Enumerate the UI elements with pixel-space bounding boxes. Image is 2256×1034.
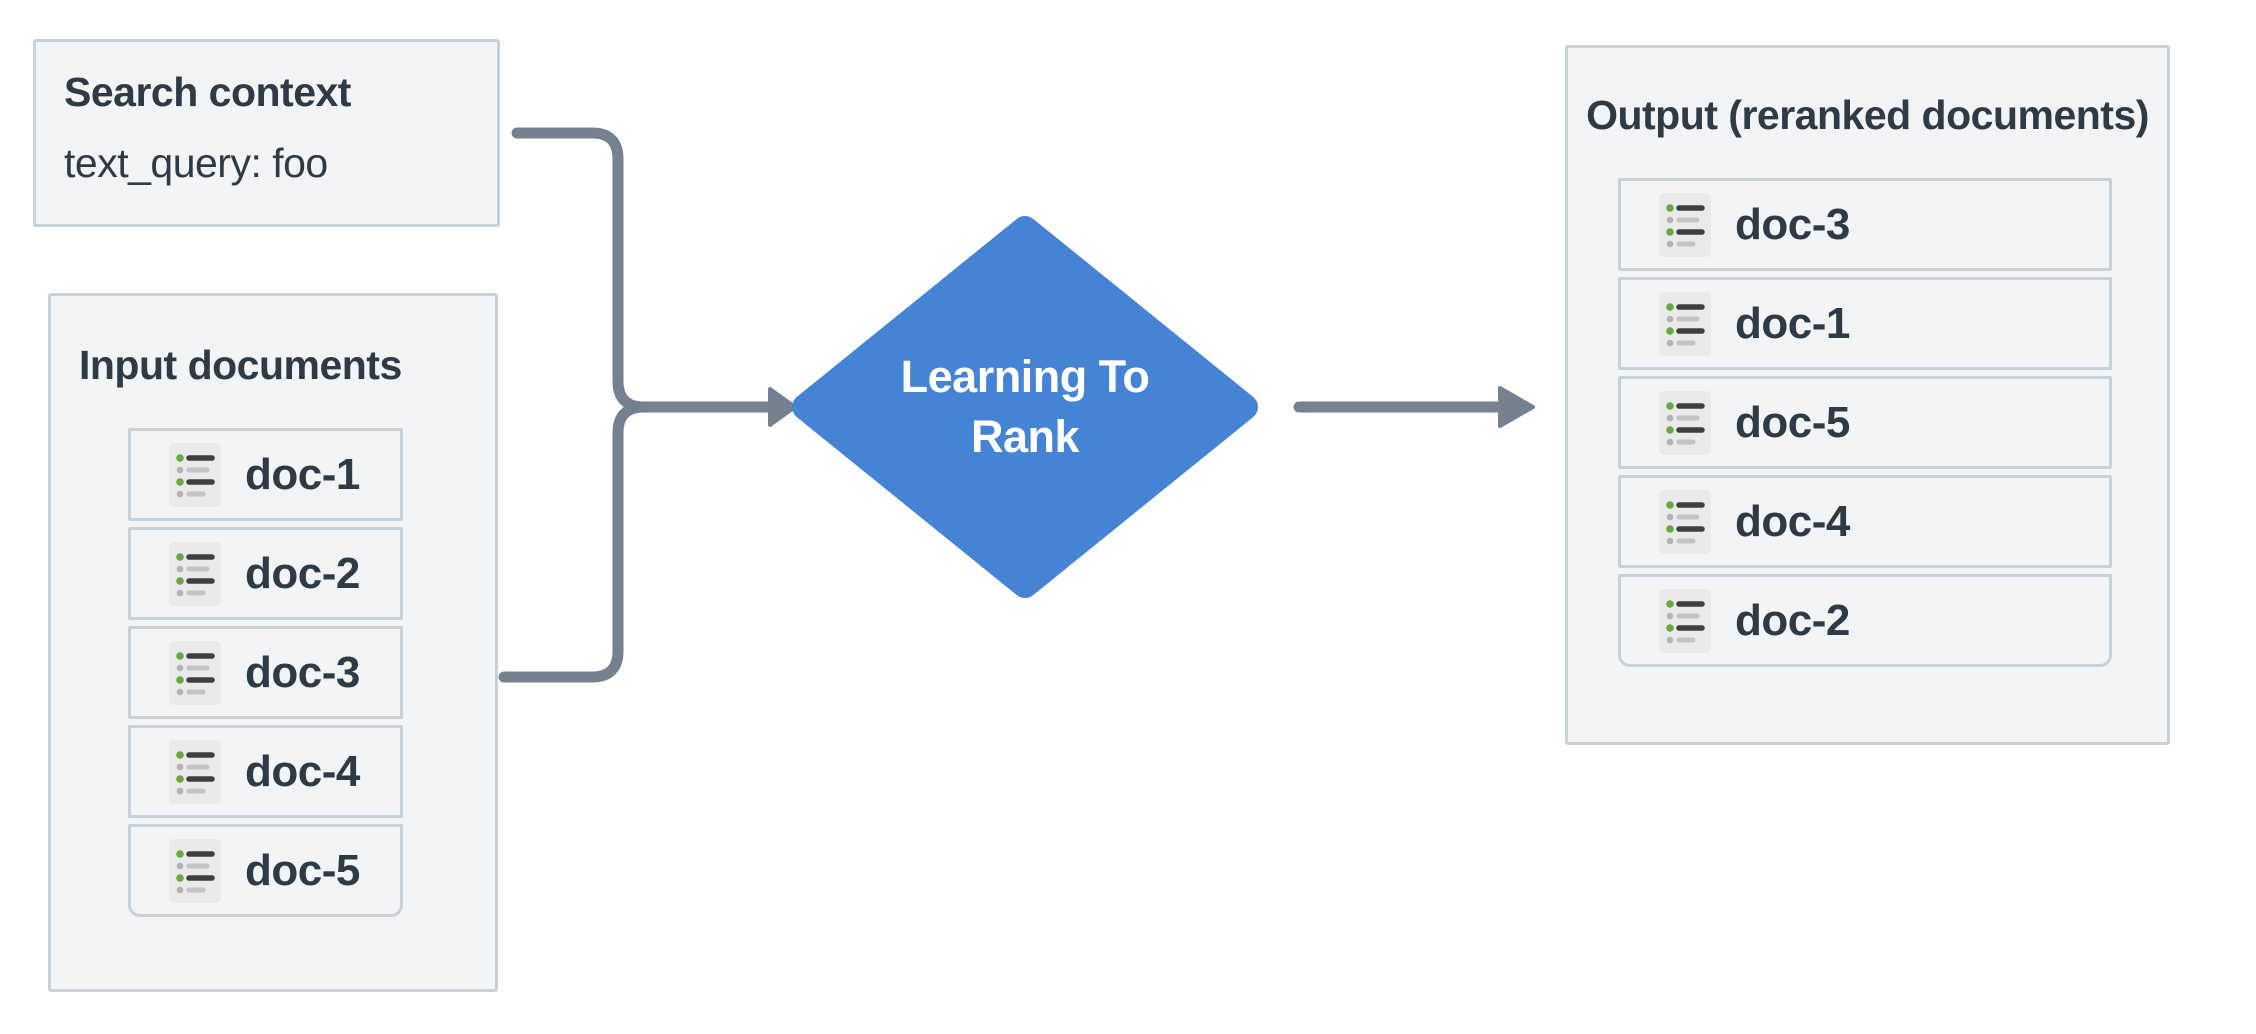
input-documents-list: doc-1 doc-2 [128, 428, 403, 917]
doc-label: doc-5 [245, 845, 360, 895]
doc-item: doc-3 [1618, 178, 2112, 271]
doc-label: doc-1 [245, 449, 360, 499]
learning-to-rank-label-line1: Learning To [900, 351, 1150, 402]
output-documents-list: doc-3 doc-1 [1618, 178, 2112, 667]
merge-arrowhead-icon [768, 387, 797, 427]
doc-item: doc-2 [1618, 574, 2112, 667]
input-documents-title: Input documents [79, 342, 402, 388]
doc-label: doc-4 [1735, 496, 1850, 546]
doc-label: doc-2 [245, 548, 360, 598]
doc-label: doc-5 [1735, 397, 1850, 447]
document-list-icon [169, 541, 221, 606]
input-documents-connector [498, 401, 650, 683]
doc-item: doc-5 [1618, 376, 2112, 469]
doc-label: doc-3 [1735, 199, 1850, 249]
learning-to-rank-label-line2: Rank [970, 411, 1080, 462]
search-context-box: Search context text_query: foo [33, 39, 500, 227]
doc-label: doc-4 [245, 746, 360, 796]
document-list-icon [1659, 588, 1711, 653]
search-query-text: text_query: foo [64, 140, 328, 186]
doc-label: doc-2 [1735, 595, 1850, 645]
output-arrowhead-icon [1498, 386, 1535, 428]
document-list-icon [1659, 489, 1711, 554]
doc-item: doc-2 [128, 527, 403, 620]
doc-item: doc-5 [128, 824, 403, 917]
search-context-title: Search context [64, 69, 351, 115]
doc-label: doc-1 [1735, 298, 1850, 348]
document-list-icon [169, 640, 221, 705]
doc-item: doc-1 [128, 428, 403, 521]
document-list-icon [1659, 192, 1711, 257]
output-documents-title: Output (reranked documents) [1586, 92, 2149, 138]
doc-item: doc-1 [1618, 277, 2112, 370]
document-list-icon [169, 838, 221, 903]
document-list-icon [1659, 291, 1711, 356]
learning-to-rank-label: Learning To Rank [815, 337, 1235, 477]
doc-item: doc-4 [128, 725, 403, 818]
doc-item: doc-4 [1618, 475, 2112, 568]
doc-label: doc-3 [245, 647, 360, 697]
document-list-icon [169, 442, 221, 507]
document-list-icon [1659, 390, 1711, 455]
search-context-connector [511, 127, 778, 413]
doc-item: doc-3 [128, 626, 403, 719]
document-list-icon [169, 739, 221, 804]
